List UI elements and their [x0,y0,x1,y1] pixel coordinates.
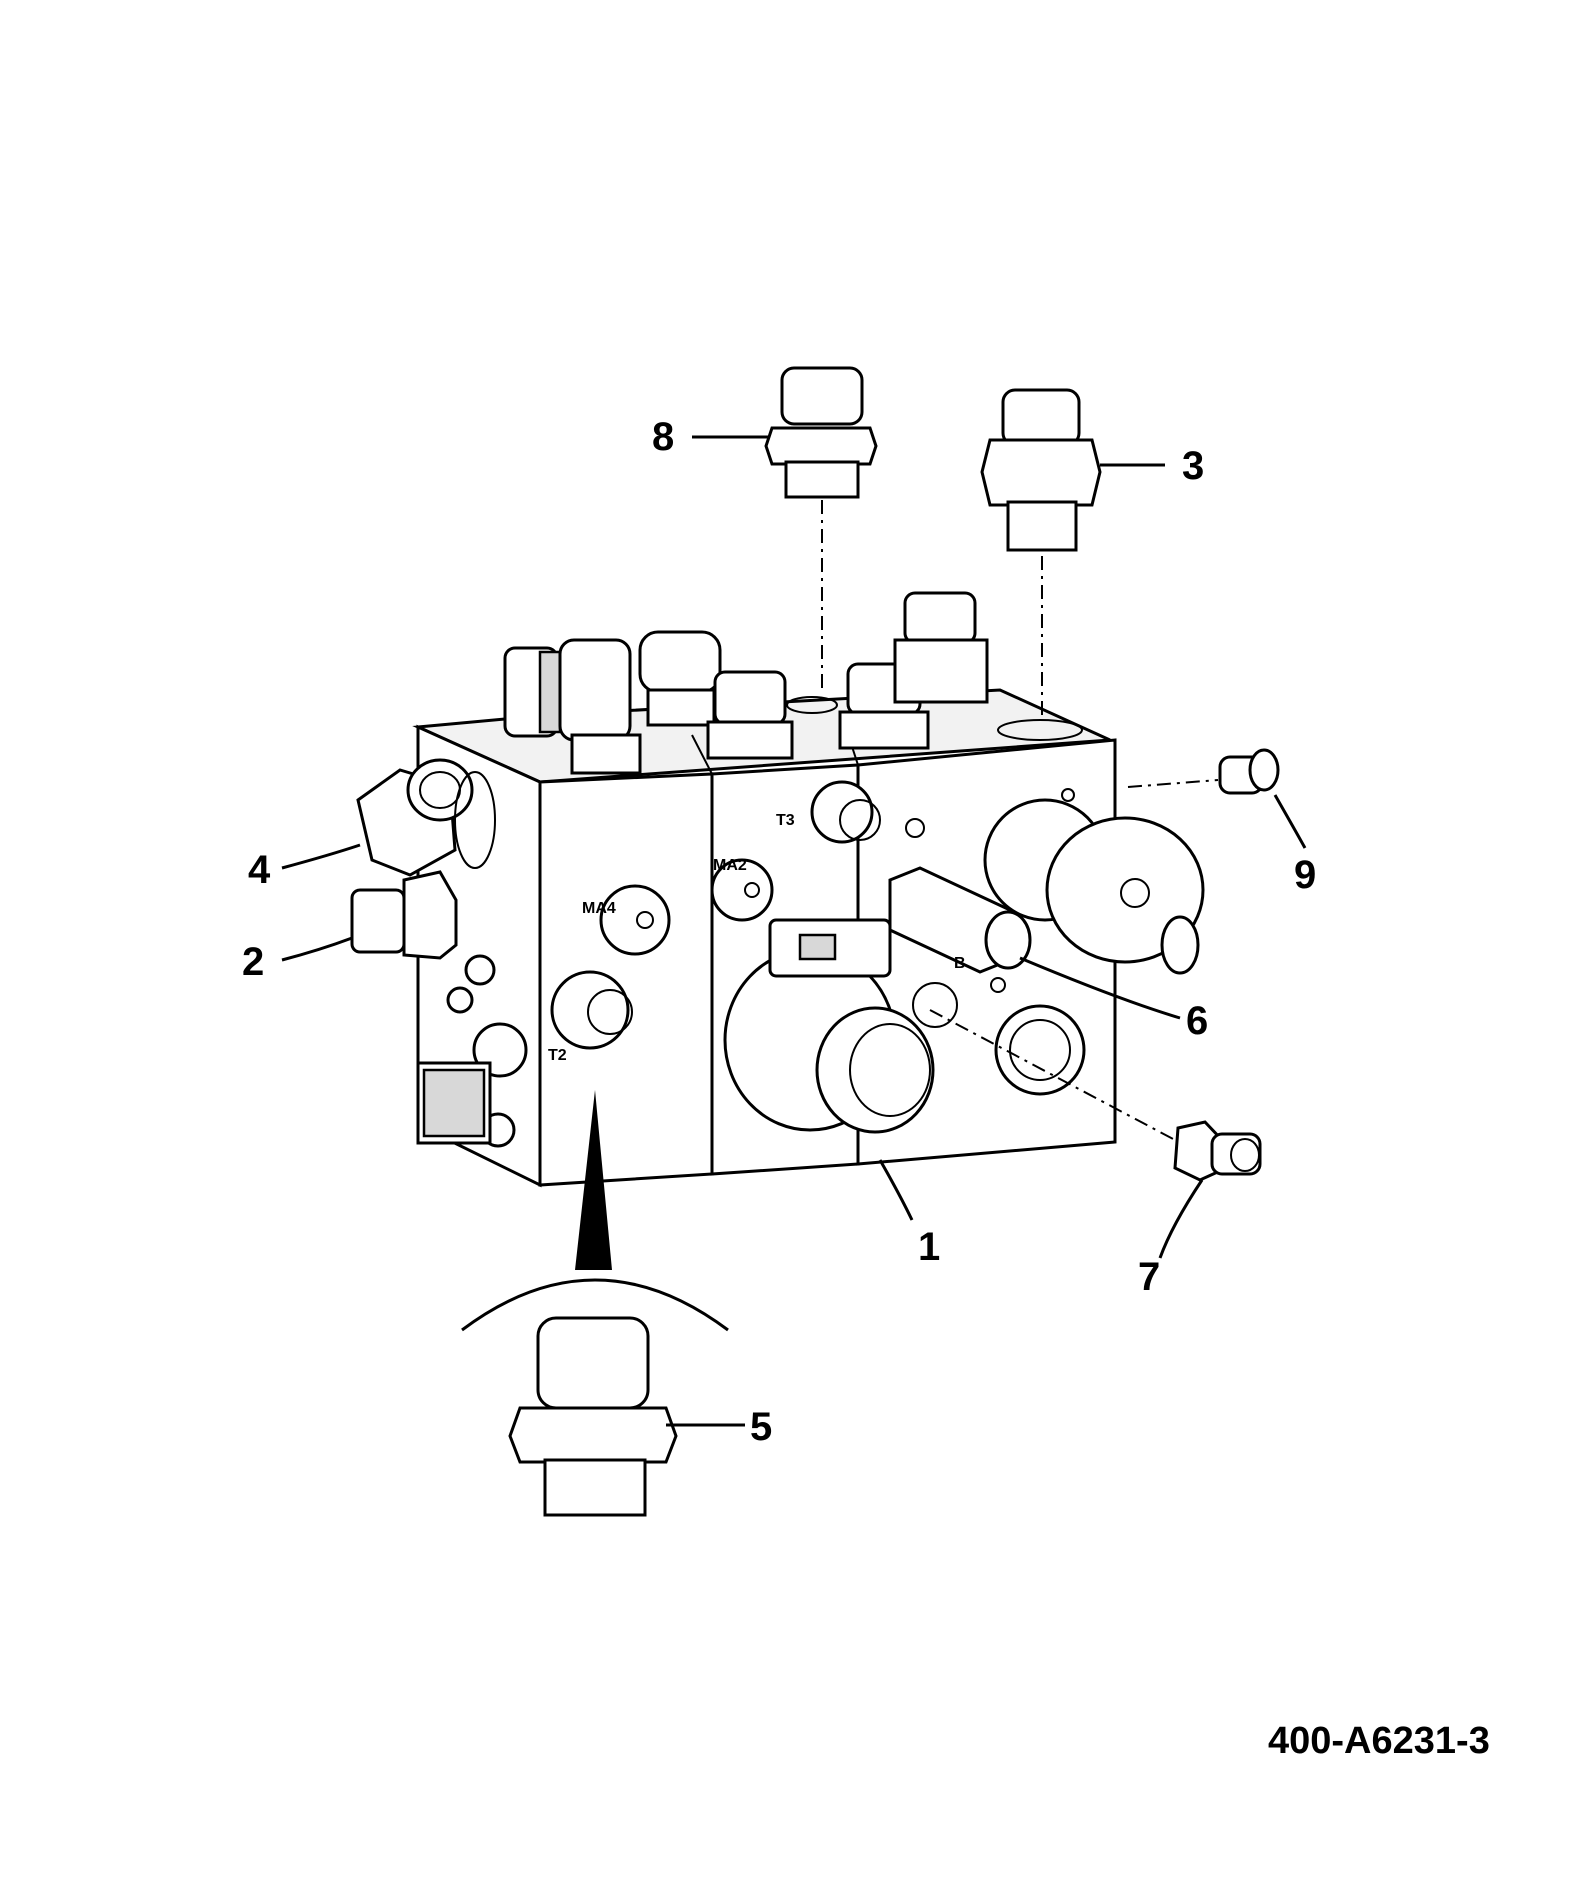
callout-7: 7 [1138,1255,1160,1299]
port-label-t2: T2 [548,1047,567,1064]
part-8-adapter [764,366,878,690]
front-face-details [550,780,1205,1134]
part-3-adapter [980,388,1102,720]
top-fittings [503,591,1083,775]
port-label-ma2: MA2 [713,857,747,874]
callout-9: 9 [1294,853,1316,897]
part-5-detail [461,1090,729,1517]
callout-6: 6 [1186,999,1208,1043]
left-side-fittings [350,758,528,1148]
part-9-plug [1127,748,1280,795]
document-id: 400-A6231-3 [1268,1720,1490,1762]
callout-4: 4 [248,848,271,892]
callout-labels: 1 2 3 4 5 6 7 8 9 [242,415,1316,1449]
callout-2: 2 [242,940,264,984]
port-label-t3: T3 [776,812,795,829]
port-label-b: B [954,955,966,972]
callout-3: 3 [1182,444,1204,488]
callout-5: 5 [750,1405,772,1449]
callout-1: 1 [918,1225,940,1269]
port-label-ma4: MA4 [582,900,616,917]
leader-lines [281,435,1307,1427]
callout-8: 8 [652,415,674,459]
part-7-plug [929,1009,1262,1182]
port-labels: MA4 MA2 T3 T2 B [548,812,966,1064]
